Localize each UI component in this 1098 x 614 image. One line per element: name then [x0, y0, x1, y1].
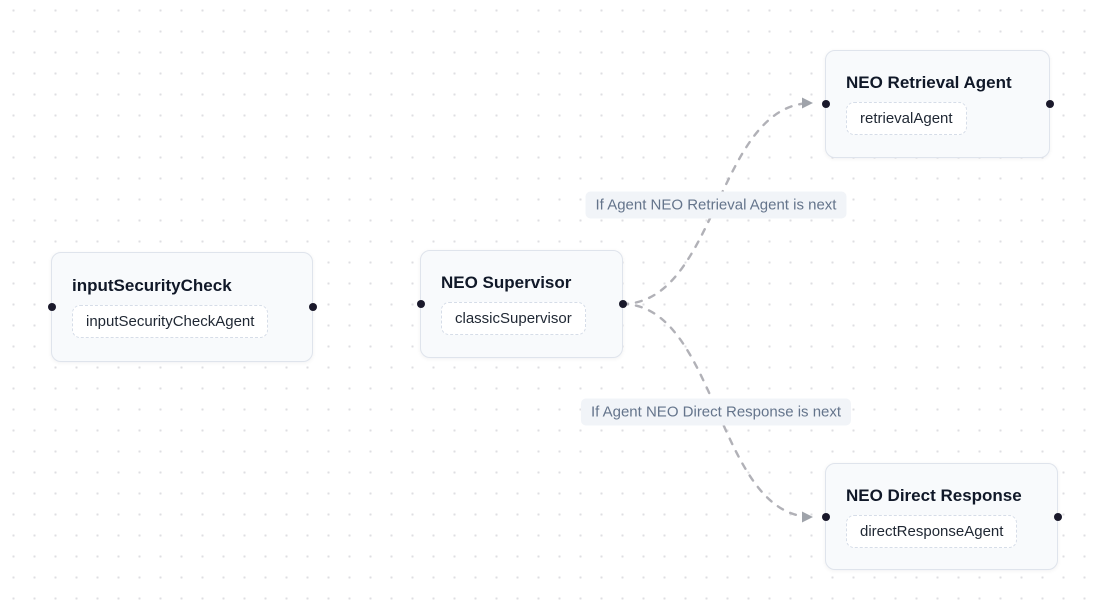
agent-chip: inputSecurityCheckAgent [72, 305, 269, 338]
source-handle[interactable] [1045, 100, 1054, 108]
target-handle[interactable] [821, 100, 830, 108]
source-handle[interactable] [308, 303, 317, 311]
edge-label-direct-response-condition[interactable]: If Agent NEO Direct Response is next [580, 398, 852, 426]
target-handle[interactable] [47, 303, 56, 311]
node-neo-supervisor[interactable]: NEO Supervisor classicSupervisor [416, 250, 627, 358]
target-handle[interactable] [821, 512, 830, 521]
node-input-security-check[interactable]: inputSecurityCheck inputSecurityCheckAge… [47, 252, 317, 362]
node-title: NEO Supervisor [441, 273, 572, 292]
target-handle[interactable] [416, 300, 425, 308]
agent-chip: retrievalAgent [846, 102, 967, 135]
edge-label-retrieval-condition[interactable]: If Agent NEO Retrieval Agent is next [585, 191, 847, 219]
node-title: inputSecurityCheck [72, 276, 232, 295]
node-title: NEO Retrieval Agent [846, 73, 1012, 92]
source-handle[interactable] [1053, 512, 1062, 521]
agent-chip: directResponseAgent [846, 514, 1018, 548]
node-title: NEO Direct Response [846, 485, 1022, 505]
source-handle[interactable] [618, 300, 627, 308]
edge-supervisor-to-direct-response[interactable] [620, 302, 814, 523]
node-neo-direct-response[interactable]: NEO Direct Response directResponseAgent [821, 463, 1062, 570]
agent-chip: classicSupervisor [441, 302, 586, 335]
node-neo-retrieval-agent[interactable]: NEO Retrieval Agent retrievalAgent [821, 50, 1054, 158]
